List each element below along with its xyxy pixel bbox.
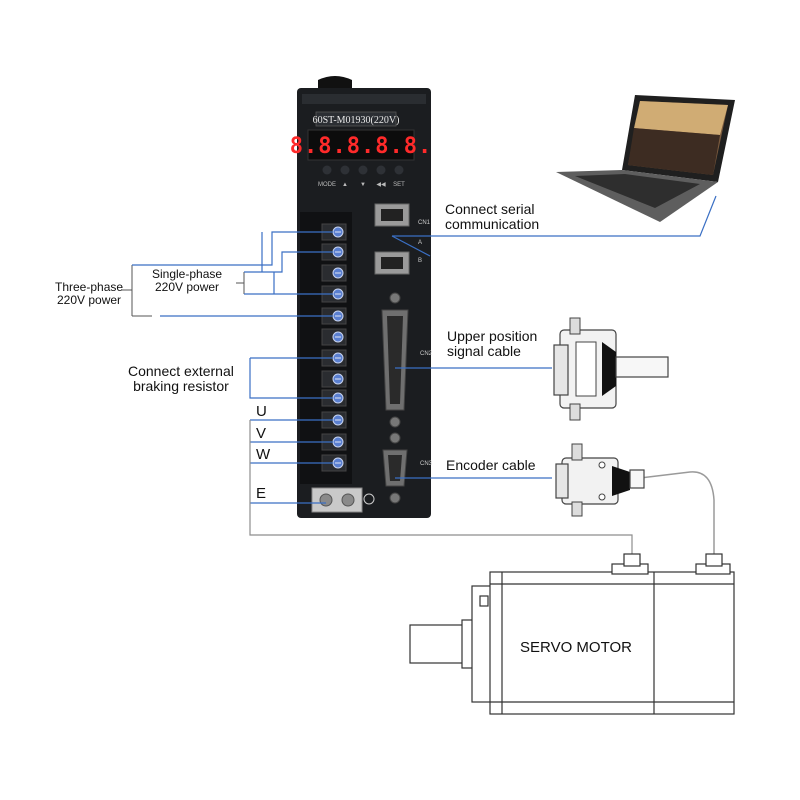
cn2-connector: CN2: [381, 292, 433, 428]
cn1-label: CN1: [418, 220, 431, 226]
mode-button-label: MODE: [318, 182, 336, 188]
v-label: V: [256, 425, 267, 442]
single-phase-line-2: 220V power: [155, 280, 220, 295]
db25-cable-connector: [553, 317, 669, 421]
serial-line-1: Connect serial: [445, 201, 535, 217]
e-label: E: [256, 485, 267, 502]
brake-resistor-wires: [249, 357, 333, 399]
motor-label: SERVO MOTOR: [520, 639, 632, 656]
down-button-label: ▼: [360, 182, 366, 188]
set-button[interactable]: [394, 165, 404, 175]
motor-body: [489, 571, 735, 715]
w-label: W: [256, 446, 271, 463]
up-button[interactable]: [340, 165, 350, 175]
front-buttons: MODE ▲ ▼ ◀◀ SET: [318, 165, 405, 188]
servo-motor: SERVO MOTOR: [409, 553, 735, 715]
wiring: [122, 195, 717, 558]
upper-position-line-1: Upper position: [447, 328, 538, 344]
cn2-label: CN2: [420, 351, 433, 357]
driver-top-vent: [302, 94, 426, 104]
mode-button[interactable]: [322, 165, 332, 175]
port-a-label: A: [418, 240, 422, 246]
serial-label: Connect serial communication: [445, 201, 540, 233]
braking-resistor-label: Connect external braking resistor: [128, 363, 234, 395]
terminal-block: [300, 212, 375, 513]
cn3-label: CN3: [420, 461, 433, 467]
serial-cable: [392, 195, 717, 237]
three-phase-line-1: Three-phase: [55, 280, 124, 294]
single-phase-wire-1: [244, 251, 333, 273]
model-label: 60ST-M01930(220V): [313, 115, 400, 126]
cn3-connector: CN3: [382, 432, 433, 504]
port-b-label: B: [418, 258, 422, 264]
down-button[interactable]: [358, 165, 368, 175]
three-phase-wire-1: [132, 231, 333, 266]
laptop-keyboard: [575, 174, 700, 208]
shift-button[interactable]: [376, 165, 386, 175]
three-phase-line-2: 220V power: [57, 293, 122, 308]
led-digits: 8.8.8.8.8.: [290, 134, 432, 159]
single-phase-label: Single-phase 220V power: [152, 267, 223, 295]
laptop: [556, 95, 735, 222]
set-button-label: SET: [393, 182, 405, 188]
led-display: [307, 129, 415, 161]
braking-line-2: braking resistor: [133, 378, 229, 395]
upper-position-line-2: signal cable: [447, 343, 521, 360]
servo-driver: 60ST-M01930(220V) 8.8.8.8.8. MODE ▲ ▼ ◀◀…: [290, 76, 433, 518]
up-button-label: ▲: [342, 182, 348, 188]
motor-power-cable: [249, 420, 633, 558]
braking-line-1: Connect external: [128, 363, 234, 379]
db9-cable-connector: [555, 443, 645, 517]
upper-position-label: Upper position signal cable: [447, 328, 538, 360]
three-phase-bracket: [122, 265, 133, 316]
encoder-cable: [639, 471, 715, 555]
cn1-ports: CN1 A B: [374, 203, 431, 275]
serial-line-2: communication: [445, 216, 540, 233]
shift-button-label: ◀◀: [376, 182, 386, 188]
driver-top-clip: [318, 76, 352, 88]
single-phase-line-1: Single-phase: [152, 267, 223, 281]
u-label: U: [256, 403, 267, 420]
three-phase-label: Three-phase 220V power: [55, 280, 124, 308]
ground-symbol: [363, 493, 375, 505]
model-label-plate: [315, 111, 397, 127]
single-phase-bracket: [236, 272, 245, 294]
encoder-label: Encoder cable: [446, 457, 536, 473]
